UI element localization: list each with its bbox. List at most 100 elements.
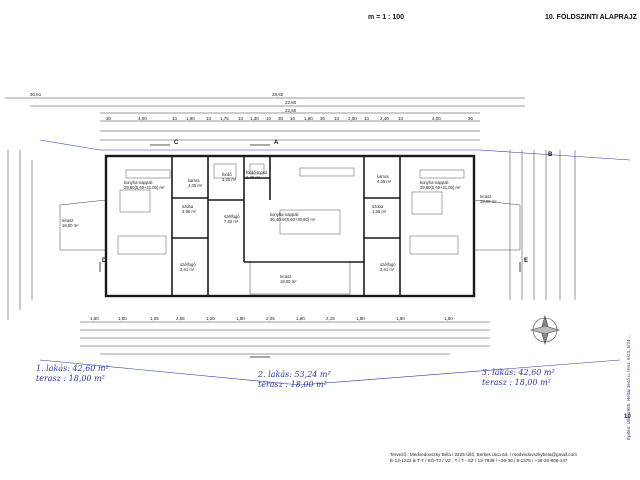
room-area: 7,60 m² bbox=[224, 219, 239, 224]
top-dim: 10 bbox=[266, 116, 272, 121]
room-name: szélfogó bbox=[180, 262, 196, 267]
dim-inner: 22,80 bbox=[285, 100, 297, 105]
side-annotation: Építés: Üllő, 1955. Heltai Jenő u. Hrsz.… bbox=[626, 334, 631, 440]
top-dim: 10 bbox=[334, 116, 340, 121]
summary-area: 3. lakás: 42,60 m² bbox=[482, 368, 555, 377]
summary-note-unit-1: 1. lakás: 42,60 m² terasz : 18,00 m² bbox=[36, 364, 109, 384]
room-label: szoba 1,58 m² bbox=[372, 204, 386, 214]
room-name: szoba bbox=[372, 204, 384, 209]
room-name: szélfogó bbox=[224, 214, 240, 219]
furniture bbox=[117, 163, 465, 255]
room-name: terasz bbox=[280, 274, 292, 279]
room-label: szoba 3,90 m² bbox=[182, 204, 196, 214]
top-dim: 4,00 bbox=[138, 116, 147, 121]
top-dim: 1,30 bbox=[250, 116, 259, 121]
summary-terrace: terasz : 18,00 m² bbox=[482, 378, 551, 387]
room-name: konyha-nappali bbox=[124, 180, 153, 185]
bottom-dim: 1,90 bbox=[396, 316, 405, 321]
room-label: konyha-nappali 29,60(5,60+21,00) m² bbox=[124, 180, 164, 190]
room-label: konyha-nappali 36,40m²(5,60+30,80) m² bbox=[270, 212, 315, 222]
top-dim: 2,00 bbox=[348, 116, 357, 121]
north-arrow-icon bbox=[529, 314, 561, 346]
room-area: 3,20 m² bbox=[222, 177, 237, 182]
page-number: 10 bbox=[624, 414, 631, 420]
scale-label: m = 1 : 100 bbox=[368, 14, 404, 21]
room-name: terasz bbox=[480, 194, 492, 199]
terraces bbox=[59, 199, 521, 295]
room-area: 3,61 m² bbox=[380, 267, 395, 272]
room-area: 1,58 m² bbox=[372, 209, 387, 214]
top-dim: 30 bbox=[278, 116, 284, 121]
top-dim: 1,80 bbox=[304, 116, 313, 121]
page-title: 10. FÖLDSZINTI ALAPRAJZ bbox=[545, 14, 637, 21]
bottom-dim: 1,05 bbox=[150, 316, 159, 321]
room-area: 4,35 m² bbox=[377, 179, 392, 184]
room-area: 2,45 m² bbox=[246, 175, 261, 180]
room-area: 18,00 m² bbox=[480, 199, 497, 204]
room-label: terasz 18,00 m² bbox=[62, 218, 79, 228]
room-name: kamra bbox=[377, 174, 389, 179]
room-name: fürdő-mosó bbox=[246, 170, 268, 175]
room-label: kamra 4,35 m² bbox=[377, 174, 391, 184]
room-area: 3,90 m² bbox=[182, 209, 197, 214]
room-label: kamra 4,35 m² bbox=[188, 178, 202, 188]
plot-boundary bbox=[39, 139, 631, 386]
room-area: 3,61 m² bbox=[180, 267, 195, 272]
bottom-dim: 1,20 bbox=[206, 316, 215, 321]
top-dim: 1,75 bbox=[220, 116, 229, 121]
room-label: szélfogó 7,60 m² bbox=[224, 214, 240, 224]
dim-wall: 22,50 bbox=[285, 108, 297, 113]
bottom-dim: 1,50 bbox=[444, 316, 453, 321]
summary-terrace: terasz : 18,00 m² bbox=[258, 380, 327, 389]
footer-line-1: Tervező : Medvedovszky Béla / 2225 Üllő,… bbox=[390, 452, 577, 457]
top-dim: 10 bbox=[172, 116, 178, 121]
bottom-dim: 2,15 bbox=[326, 316, 335, 321]
footer-line-2: É-13-1222 & T-T / KÖ-T2 / VZ : T / T - S… bbox=[390, 458, 568, 463]
top-dim: 10 bbox=[290, 116, 296, 121]
top-dim: 10 bbox=[364, 116, 370, 121]
summary-note-unit-2: 2. lakás: 53,24 m² terasz : 18,00 m² bbox=[258, 370, 331, 390]
top-dim: 30 bbox=[468, 116, 474, 121]
bottom-dim: 1,50 bbox=[90, 316, 99, 321]
bottom-dim: 2,55 bbox=[176, 316, 185, 321]
top-dim: 30 bbox=[320, 116, 326, 121]
room-area: 18,00 m² bbox=[280, 279, 297, 284]
bottom-dim: 1,80 bbox=[236, 316, 245, 321]
room-label: fürdő-mosó 2,45 m² bbox=[246, 170, 267, 180]
room-name: kamra bbox=[188, 178, 200, 183]
room-area: 4,35 m² bbox=[188, 183, 203, 188]
bottom-dim: 2,05 bbox=[266, 316, 275, 321]
summary-area: 1. lakás: 42,60 m² bbox=[36, 364, 109, 373]
room-label: fürdő 3,20 m² bbox=[222, 172, 236, 182]
bottom-dim: 1,80 bbox=[356, 316, 365, 321]
top-dim: 30 bbox=[106, 116, 112, 121]
room-label: konyha-nappali 29,60(5,60+21,00) m² bbox=[420, 180, 460, 190]
external-walls bbox=[104, 154, 476, 298]
top-dim: 1,90 bbox=[186, 116, 195, 121]
room-area: 29,60(5,60+21,00) m² bbox=[124, 185, 165, 190]
room-name: fürdő bbox=[222, 172, 232, 177]
top-dim: 10 bbox=[206, 116, 212, 121]
room-area: 18,00 m² bbox=[62, 223, 79, 228]
room-label: szélfogó 3,61 m² bbox=[180, 262, 196, 272]
section-marker: D bbox=[102, 258, 107, 264]
room-label: terasz 18,00 m² bbox=[280, 274, 297, 284]
bottom-dim: 1,80 bbox=[296, 316, 305, 321]
room-label: szélfogó 3,61 m² bbox=[380, 262, 396, 272]
room-area: 29,60(5,60+21,00) m² bbox=[420, 185, 461, 190]
summary-note-unit-3: 3. lakás: 42,60 m² terasz : 18,00 m² bbox=[482, 368, 555, 388]
room-name: szoba bbox=[182, 204, 194, 209]
bottom-dim: 1,80 bbox=[118, 316, 127, 321]
top-dim: 2,40 bbox=[380, 116, 389, 121]
section-marker: A bbox=[274, 140, 279, 146]
top-dim: 10 bbox=[238, 116, 244, 121]
room-name: terasz bbox=[62, 218, 74, 223]
dimension-lines bbox=[5, 97, 576, 355]
summary-area: 2. lakás: 53,24 m² bbox=[258, 370, 331, 379]
room-name: konyha-nappali bbox=[420, 180, 449, 185]
dim-total: 28,60 bbox=[272, 92, 284, 97]
room-label: terasz 18,00 m² bbox=[480, 194, 497, 204]
summary-terrace: terasz : 18,00 m² bbox=[36, 374, 105, 383]
section-marker: C bbox=[174, 140, 179, 146]
